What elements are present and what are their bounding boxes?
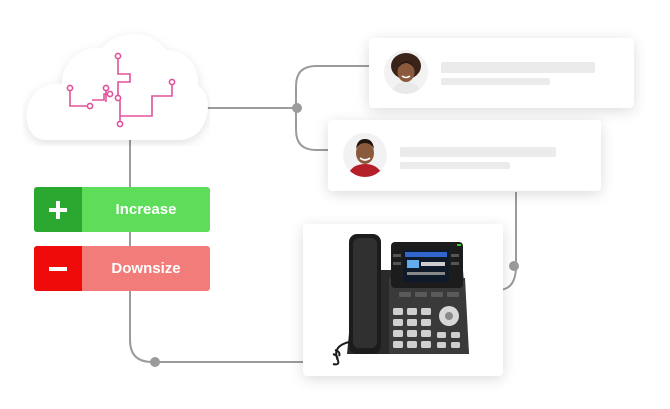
contact-card[interactable]	[369, 38, 634, 108]
cloud-network-icon	[22, 26, 210, 146]
contact-card[interactable]	[328, 120, 601, 191]
name-placeholder	[441, 62, 595, 73]
increase-button[interactable]: Increase	[34, 187, 210, 232]
detail-placeholder	[441, 78, 550, 85]
detail-placeholder	[400, 162, 510, 169]
junction-dot	[150, 357, 160, 367]
avatar	[343, 133, 387, 177]
downsize-button[interactable]: Downsize	[34, 246, 210, 291]
name-placeholder	[400, 147, 556, 157]
downsize-label: Downsize	[111, 260, 181, 277]
phone-card[interactable]	[303, 224, 503, 376]
avatar	[384, 50, 428, 94]
ip-desk-phone	[332, 234, 469, 366]
increase-label: Increase	[115, 201, 177, 218]
junction-dot	[292, 103, 302, 113]
junction-dot	[509, 261, 519, 271]
minus-icon	[34, 246, 82, 291]
plus-icon	[34, 187, 82, 232]
